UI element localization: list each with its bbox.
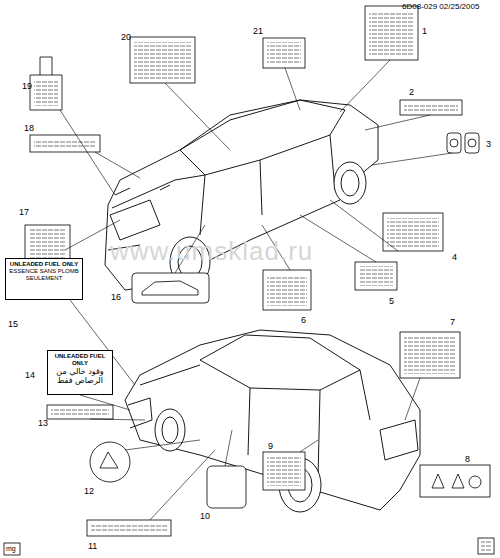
page-mark: mg [6,545,16,552]
decal-box: UNLEADED FUEL ONLYوقود خالي من الرصاص فق… [47,350,113,395]
decal-text: ESSENCE SANS PLOMB SEULEMENT [9,268,79,282]
callout-number: 20 [121,33,131,42]
decal-text: UNLEADED FUEL ONLY [9,261,79,268]
callout-number: 19 [22,82,32,91]
decal-box: UNLEADED FUEL ONLYESSENCE SANS PLOMB SEU… [5,258,83,300]
header-code: 6D08-029 02/25/2005 [402,3,479,11]
callout-number: 8 [465,455,470,464]
callout-number: 14 [25,371,35,380]
callout-number: 2 [409,88,414,97]
decal-text: وقود خالي من الرصاص فقط [51,367,109,385]
callout-number: 1 [422,27,427,36]
callout-number: 6 [301,316,306,325]
callout-number: 12 [84,487,94,496]
callout-number: 7 [450,318,455,327]
callout-number: 3 [486,140,491,149]
callout-number: 21 [253,27,263,36]
callout-number: 11 [88,542,97,551]
callout-number: 5 [389,297,394,306]
callout-number: 4 [452,253,457,262]
callout-number: 16 [111,293,121,302]
callout-number: 17 [19,208,29,217]
decal-text: UNLEADED FUEL ONLY [51,353,109,367]
watermark: www.umsklad.ru [110,238,313,264]
callout-number: 15 [8,320,18,329]
callout-number: 9 [268,442,273,451]
callout-number: 18 [24,124,34,133]
callout-number: 10 [200,512,210,521]
callout-number: 13 [38,419,48,428]
